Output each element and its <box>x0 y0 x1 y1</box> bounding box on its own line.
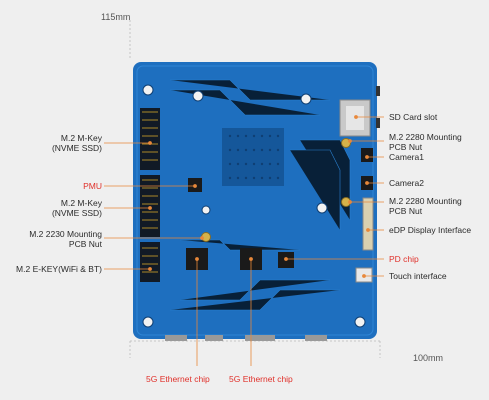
callout-m2-mkey-1: M.2 M-Key(NVME SSD) <box>51 133 102 153</box>
m2-slot-2 <box>140 175 160 237</box>
soc-bga-area <box>222 128 284 186</box>
callout-camera1: Camera1 <box>389 152 424 162</box>
bottom-connector <box>205 335 223 341</box>
callout-edp-interface: eDP Display Interface <box>389 225 472 235</box>
mount-hole <box>142 316 154 328</box>
mount-hole <box>300 93 312 105</box>
bottom-connector <box>165 335 187 341</box>
bottom-connector <box>245 335 275 341</box>
callout-camera2: Camera2 <box>389 178 424 188</box>
bottom-connector <box>305 335 327 341</box>
callout-m2-mkey-2: M.2 M-Key(NVME SSD) <box>51 198 102 218</box>
mount-hole <box>142 84 154 96</box>
mount-hole <box>192 90 204 102</box>
callout-ethernet-chip-1: 5G Ethernet chip <box>146 374 210 384</box>
width-dimension-label: 115mm <box>101 12 131 22</box>
mount-hole <box>354 316 366 328</box>
camera1-connector <box>361 148 373 162</box>
callout-ethernet-chip-2: 5G Ethernet chip <box>229 374 293 384</box>
edp-connector <box>362 197 374 251</box>
height-dimension-label: 100mm <box>413 353 444 363</box>
callout-pd-chip: PD chip <box>389 254 419 264</box>
callout-sd-card-slot: SD Card slot <box>389 112 438 122</box>
callout-m2-ekey: M.2 E-KEY(WiFi & BT) <box>16 264 102 274</box>
callout-pmu: PMU <box>83 181 102 191</box>
callout-touch-interface: Touch interface <box>389 271 447 281</box>
m2-slot-1 <box>140 108 160 170</box>
mount-hole <box>316 202 328 214</box>
